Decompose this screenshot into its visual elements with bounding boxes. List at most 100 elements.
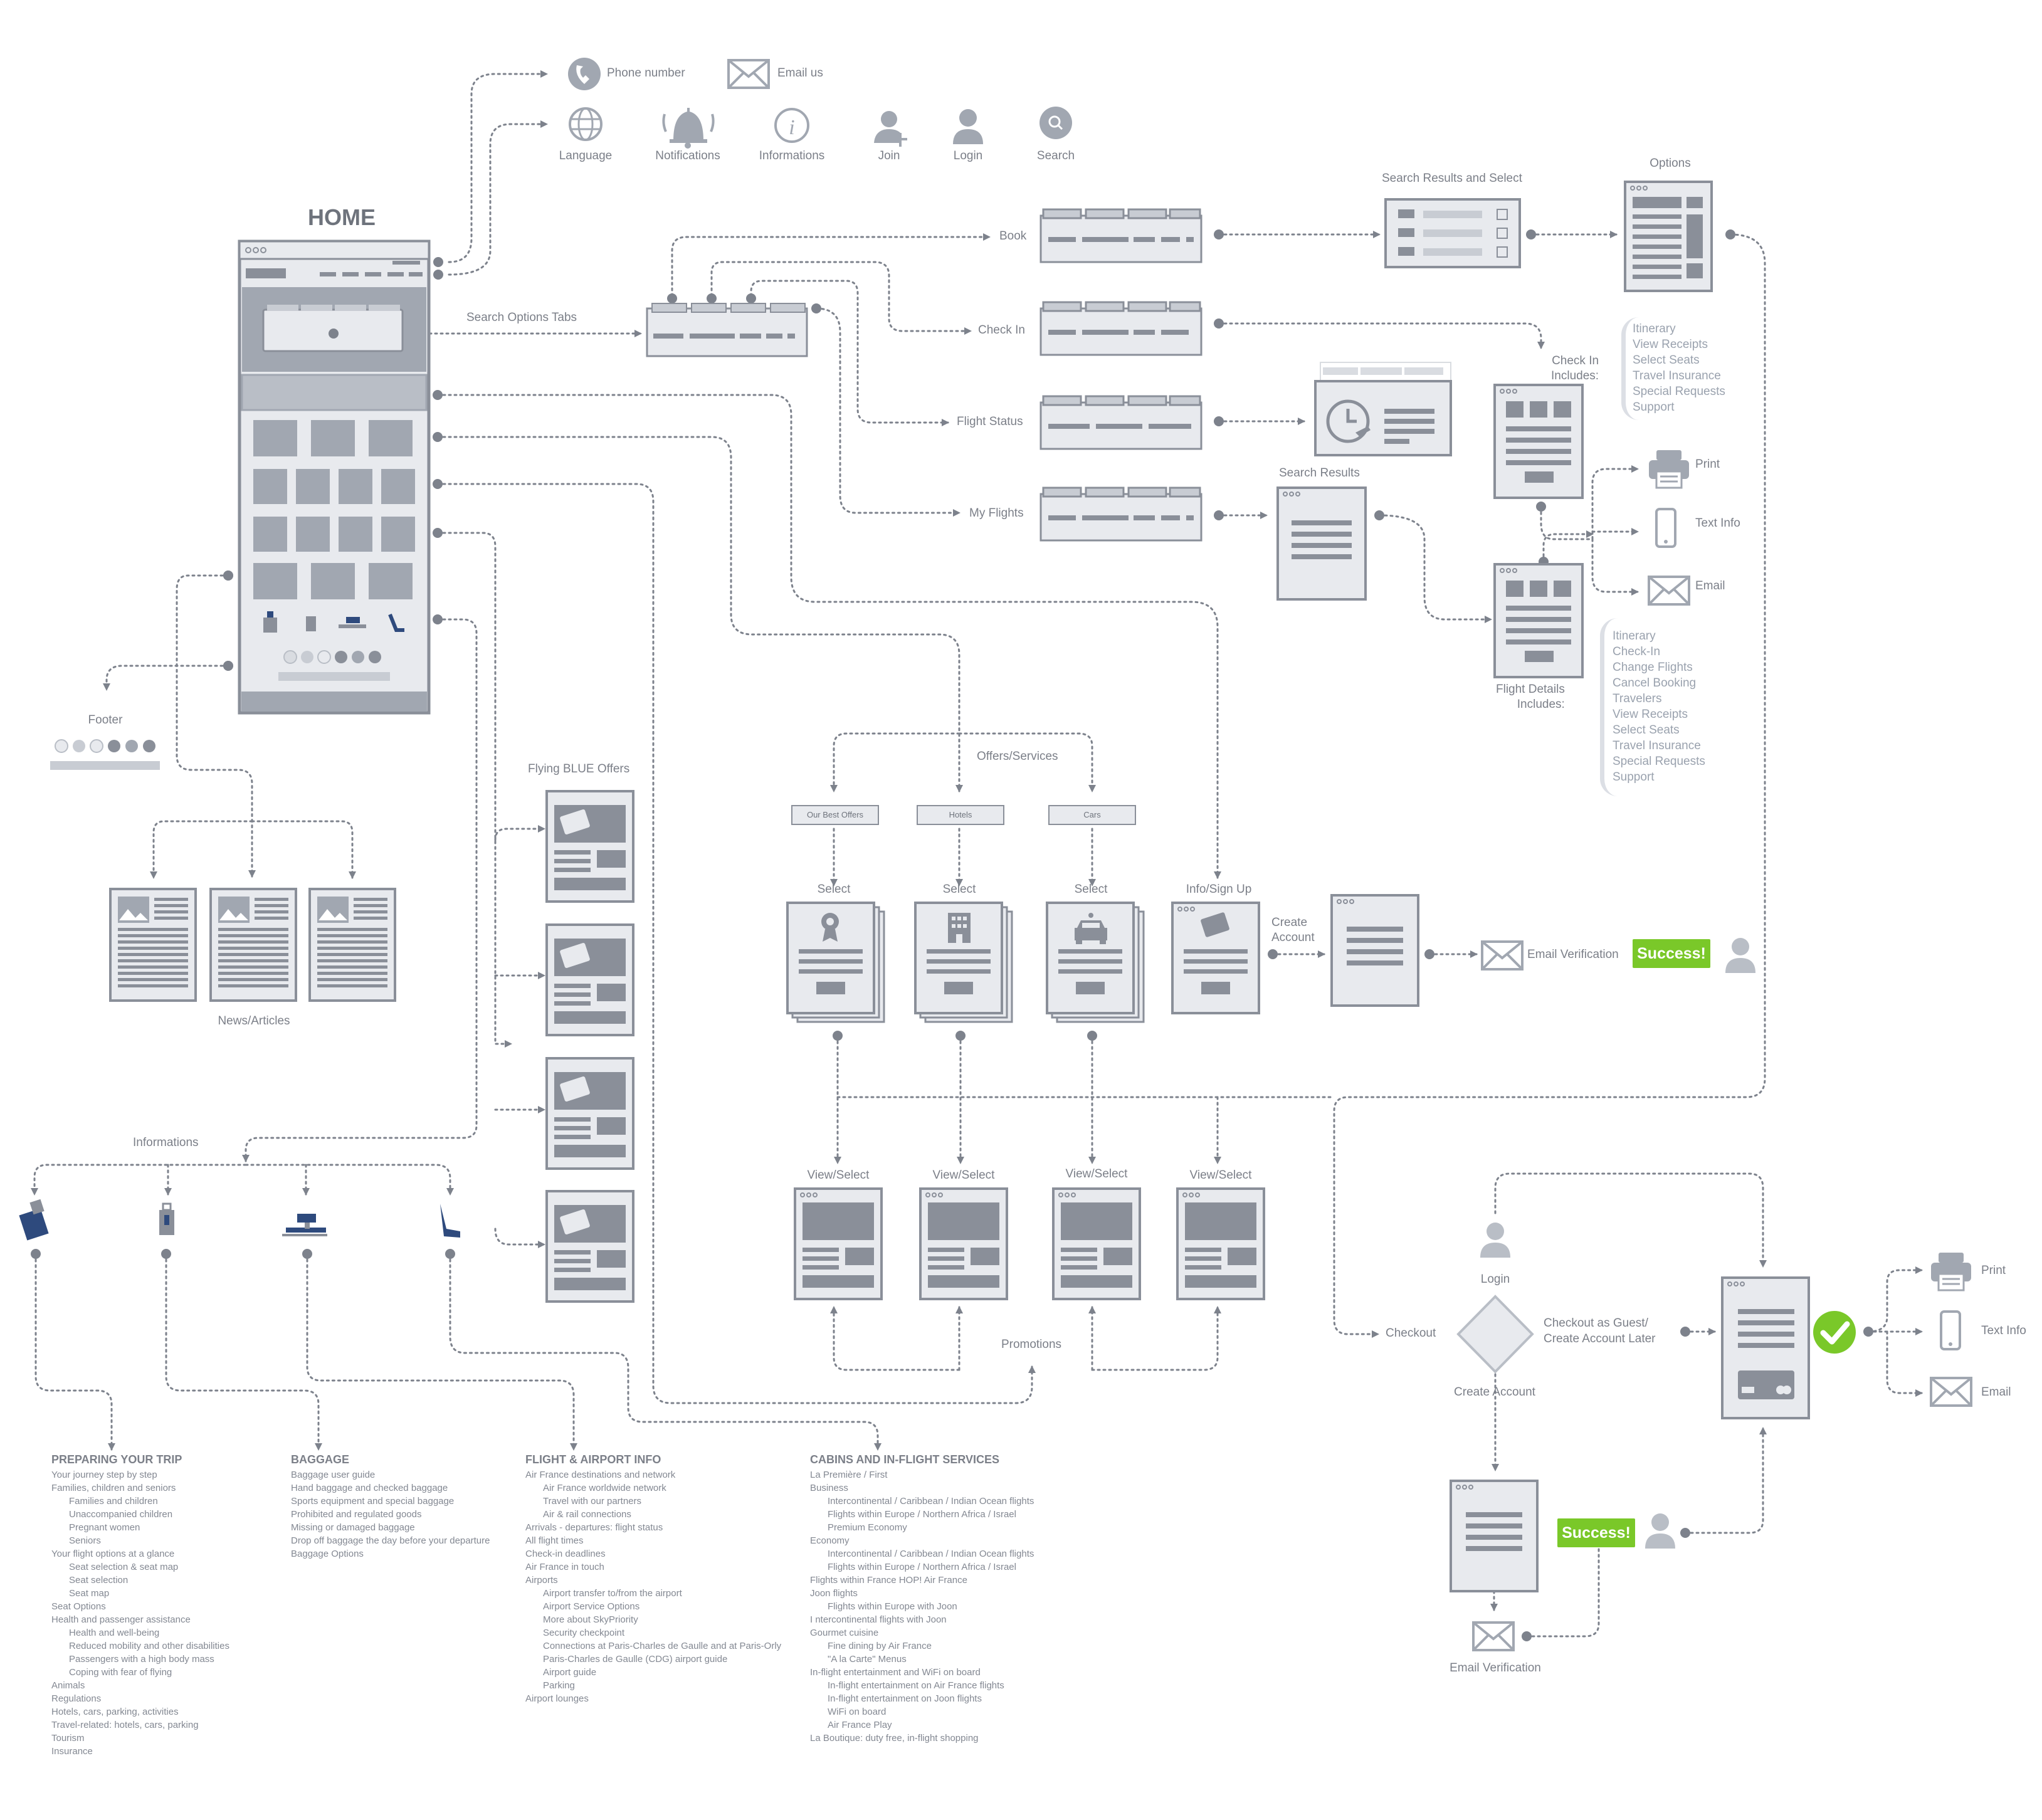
info-section-item[interactable]: Economy bbox=[810, 1535, 850, 1546]
info-section-item[interactable]: Families, children and seniors bbox=[51, 1483, 176, 1493]
info-section-item[interactable]: Seniors bbox=[69, 1535, 101, 1546]
link-fb-1 bbox=[494, 825, 545, 841]
info-section-item[interactable]: Arrivals - departures: flight status bbox=[525, 1522, 663, 1533]
info-section-item[interactable]: Joon flights bbox=[810, 1588, 858, 1599]
info-section-item[interactable]: Air & rail connections bbox=[543, 1509, 631, 1520]
info-section-item[interactable]: All flight times bbox=[525, 1535, 584, 1546]
info-section-item[interactable]: Airports bbox=[525, 1575, 558, 1586]
form-book bbox=[1039, 208, 1203, 263]
info-section-item[interactable]: Gourmet cuisine bbox=[810, 1628, 879, 1638]
info-section-item[interactable]: Reduced mobility and other disabilities bbox=[69, 1641, 229, 1651]
info-section-item[interactable]: Tourism bbox=[51, 1733, 85, 1744]
tab-cars[interactable]: Cars bbox=[1048, 805, 1136, 825]
check-in-list-item: Travel Insurance bbox=[1633, 369, 1721, 382]
info-section-item[interactable]: Air France Play bbox=[828, 1720, 892, 1730]
info-section-item[interactable]: Seat Options bbox=[51, 1601, 106, 1612]
info-section-item[interactable]: Missing or damaged baggage bbox=[291, 1522, 415, 1533]
footer-thumb bbox=[50, 739, 160, 770]
info-section-item[interactable]: Intercontinental / Caribbean / Indian Oc… bbox=[828, 1549, 1034, 1559]
search-label: Search bbox=[1036, 149, 1075, 162]
link-info-d bbox=[245, 1164, 454, 1196]
info-section-item[interactable]: Your flight options at a glance bbox=[51, 1549, 175, 1559]
info-section-item[interactable]: Animals bbox=[51, 1680, 85, 1691]
info-section-item[interactable]: Sports equipment and special baggage bbox=[291, 1496, 455, 1507]
check-in-includes-line1: Check In bbox=[1552, 354, 1599, 367]
flight-details-list-item: Special Requests bbox=[1613, 755, 1705, 768]
info-section-item[interactable]: Families and children bbox=[69, 1496, 158, 1507]
info-section-item[interactable]: Premium Economy bbox=[828, 1522, 907, 1533]
info-section-item[interactable]: Business bbox=[810, 1483, 848, 1493]
link-home-flyingblue bbox=[436, 532, 512, 1048]
checkin-page bbox=[1493, 384, 1584, 499]
offer-email-icon bbox=[1481, 938, 1755, 973]
info-section-item[interactable]: Pregnant women bbox=[69, 1522, 140, 1533]
info-section-item[interactable]: Flights within Europe / Northern Africa … bbox=[828, 1562, 1016, 1572]
info-section-item[interactable]: Drop off baggage the day before your dep… bbox=[291, 1535, 490, 1546]
info-section-item[interactable]: Travel-related: hotels, cars, parking bbox=[51, 1720, 199, 1730]
info-section-item[interactable]: I ntercontinental flights with Joon bbox=[810, 1614, 947, 1625]
info-section-item[interactable]: Airport lounges bbox=[525, 1693, 589, 1704]
info-section-item[interactable]: Air France destinations and network bbox=[525, 1470, 676, 1480]
link-details-up bbox=[1542, 530, 1594, 563]
info-section-item[interactable]: More about SkyPriority bbox=[543, 1614, 638, 1625]
select-label-1: Select bbox=[817, 883, 851, 896]
info-section-item[interactable]: Health and well-being bbox=[69, 1628, 160, 1638]
info-section-item[interactable]: Connections at Paris-Charles de Gaulle a… bbox=[543, 1641, 782, 1651]
info-section-item[interactable]: Security checkpoint bbox=[543, 1628, 625, 1638]
info-section-item[interactable]: Flights within Europe with Joon bbox=[828, 1601, 957, 1612]
info-section-item[interactable]: In-flight entertainment on Joon flights bbox=[828, 1693, 982, 1704]
info-section-item[interactable]: Intercontinental / Caribbean / Indian Oc… bbox=[828, 1496, 1034, 1507]
success-badge-checkout: Success! bbox=[1557, 1518, 1635, 1547]
flight-details-list-item: Itinerary bbox=[1613, 629, 1656, 643]
info-section-item[interactable]: Flights within France HOP! Air France bbox=[810, 1575, 967, 1586]
info-section-item[interactable]: Airport transfer to/from the airport bbox=[543, 1588, 682, 1599]
email-us-label: Email us bbox=[777, 66, 823, 80]
info-section-item[interactable]: "A la Carte" Menus bbox=[828, 1654, 907, 1665]
info-section-item[interactable]: WiFi on board bbox=[828, 1707, 887, 1717]
info-section-item[interactable]: Flights within Europe / Northern Africa … bbox=[828, 1509, 1016, 1520]
info-section-item[interactable]: La Boutique: duty free, in-flight shoppi… bbox=[810, 1733, 979, 1744]
info-section-item[interactable]: Regulations bbox=[51, 1693, 102, 1704]
info-section-item[interactable]: Fine dining by Air France bbox=[828, 1641, 932, 1651]
info-section-item[interactable]: In-flight entertainment on Air France fl… bbox=[828, 1680, 1004, 1691]
info-section-item[interactable]: Seat selection bbox=[69, 1575, 129, 1586]
info-section-item[interactable]: Seat selection & seat map bbox=[69, 1562, 179, 1572]
info-section-item[interactable]: Health and passenger assistance bbox=[51, 1614, 191, 1625]
info-section-item[interactable]: Baggage user guide bbox=[291, 1470, 376, 1480]
link-confirm-print bbox=[1867, 1266, 1923, 1333]
info-section-item[interactable]: Coping with fear of flying bbox=[69, 1667, 172, 1678]
link-share-email bbox=[1591, 538, 1639, 596]
home-title: HOME bbox=[308, 204, 376, 230]
info-section-item[interactable]: Airport guide bbox=[543, 1667, 597, 1678]
info-section-item[interactable]: Travel with our partners bbox=[543, 1496, 642, 1507]
info-section-item[interactable]: Hand baggage and checked baggage bbox=[291, 1483, 448, 1493]
info-section-item[interactable]: Seat map bbox=[69, 1588, 110, 1599]
flight-details-bracket bbox=[1600, 618, 1619, 796]
info-section-item[interactable]: Insurance bbox=[51, 1746, 93, 1757]
check-in-list-item: Special Requests bbox=[1633, 385, 1725, 398]
info-section-item[interactable]: Air France in touch bbox=[525, 1562, 604, 1572]
svg-text:i: i bbox=[789, 116, 794, 139]
tab-best-offers[interactable]: Our Best Offers bbox=[791, 805, 879, 825]
info-section-title: PREPARING YOUR TRIP bbox=[51, 1453, 182, 1466]
info-section-item[interactable]: Check-in deadlines bbox=[525, 1549, 606, 1559]
info-section-item[interactable]: Air France worldwide network bbox=[543, 1483, 666, 1493]
info-section-item[interactable]: Parking bbox=[543, 1680, 575, 1691]
info-section-item[interactable]: Baggage Options bbox=[291, 1549, 364, 1559]
info-section-item[interactable]: La Première / First bbox=[810, 1470, 888, 1480]
form-myflights bbox=[1039, 487, 1203, 542]
info-section-item[interactable]: Your journey step by step bbox=[51, 1470, 157, 1480]
info-section-item[interactable]: In-flight entertainment and WiFi on boar… bbox=[810, 1667, 981, 1678]
guest-checkout-line1: Checkout as Guest/ bbox=[1544, 1317, 1648, 1330]
info-section-item[interactable]: Paris-Charles de Gaulle (CDG) airport gu… bbox=[543, 1654, 728, 1665]
info-section-item[interactable]: Hotels, cars, parking, activities bbox=[51, 1707, 179, 1717]
link-fb-4 bbox=[494, 1228, 545, 1248]
info-section-item[interactable]: Passengers with a high body mass bbox=[69, 1654, 214, 1665]
info-section-item[interactable]: Prohibited and regulated goods bbox=[291, 1509, 422, 1520]
check-in-bracket bbox=[1621, 317, 1641, 420]
info-section-item[interactable]: Unaccompanied children bbox=[69, 1509, 173, 1520]
info-section-item[interactable]: Airport Service Options bbox=[543, 1601, 640, 1612]
tab-hotels[interactable]: Hotels bbox=[917, 805, 1004, 825]
login-header-label: Login bbox=[953, 149, 983, 162]
